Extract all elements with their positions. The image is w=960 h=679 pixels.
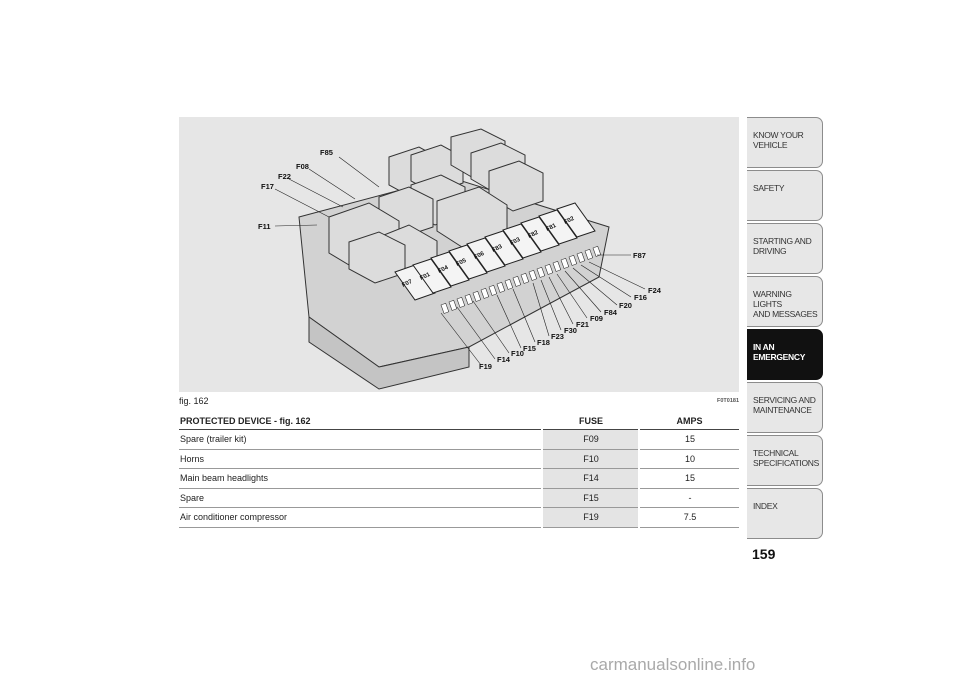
callout-label: F14	[497, 355, 511, 364]
device-cell: Spare (trailer kit)	[179, 429, 542, 450]
callout-label: F19	[479, 362, 492, 371]
fuse-label: F04	[437, 265, 450, 275]
tab-know-your-vehicle[interactable]: KNOW YOUR VEHICLE	[747, 117, 823, 168]
fuse-label: F82	[527, 230, 540, 240]
callout-label: F16	[634, 293, 647, 302]
callout-label: F24	[648, 286, 662, 295]
callout-label: F30	[564, 326, 577, 335]
tab-warning-lights[interactable]: WARNING LIGHTS AND MESSAGES	[747, 276, 823, 327]
fuse-label: F03	[509, 237, 522, 247]
callout-label: F87	[633, 251, 646, 260]
amps-cell: -	[639, 488, 739, 508]
section-tabs: KNOW YOUR VEHICLE SAFETY STARTING AND DR…	[747, 117, 823, 541]
callout-label: F22	[278, 172, 291, 181]
callout-label: F23	[551, 332, 564, 341]
callout-label: F17	[261, 182, 274, 191]
table-row: Horns F10 10	[179, 449, 739, 469]
header-device: PROTECTED DEVICE - fig. 162	[179, 412, 542, 430]
callout-label: F11	[258, 222, 271, 231]
table-row: Spare F15 -	[179, 488, 739, 508]
fuse-label: F81	[545, 223, 558, 233]
callout-label: F21	[576, 320, 589, 329]
tab-servicing-and-maintenance[interactable]: SERVICING AND MAINTENANCE	[747, 382, 823, 433]
fuse-label: F07	[401, 279, 414, 289]
callout-label: F08	[296, 162, 309, 171]
fuse-cell: F14	[541, 468, 640, 489]
device-cell: Main beam headlights	[179, 468, 542, 489]
fuse-label: F06	[473, 251, 486, 261]
figure-code: F0T0181	[716, 398, 739, 404]
device-cell: Spare	[179, 488, 542, 508]
device-cell: Horns	[179, 449, 542, 469]
fuse-cell: F19	[541, 507, 640, 528]
amps-cell: 7.5	[639, 507, 739, 528]
watermark: carmanualsonline.info	[590, 655, 756, 674]
amps-cell: 15	[639, 468, 739, 489]
device-cell: Air conditioner compressor	[179, 507, 542, 528]
fuse-cell: F15	[541, 488, 640, 508]
table-row: Main beam headlights F14 15	[179, 468, 739, 489]
page-number: 159	[752, 546, 776, 562]
table-row: Spare (trailer kit) F09 15	[179, 429, 739, 450]
figure-caption: fig. 162 F0T0181	[179, 396, 739, 410]
fuse-box-figure: F85 F08 F22 F17 F11 F87 F24 F16 F20 F84 …	[179, 117, 739, 392]
callout-label: F09	[590, 314, 603, 323]
table-row: Air conditioner compressor F19 7.5	[179, 507, 739, 528]
tab-safety[interactable]: SAFETY	[747, 170, 823, 221]
amps-cell: 15	[639, 429, 739, 450]
callout-label: F84	[604, 308, 618, 317]
fuse-cell: F10	[541, 449, 640, 469]
callout-label: F15	[523, 344, 536, 353]
fuse-table: PROTECTED DEVICE - fig. 162 FUSE AMPS Sp…	[179, 412, 739, 528]
tab-technical-specifications[interactable]: TECHNICAL SPECIFICATIONS	[747, 435, 823, 486]
figure-label: fig. 162	[179, 396, 209, 406]
fuse-label: F02	[563, 216, 576, 226]
fuse-label: F05	[455, 258, 468, 268]
fuse-box-illustration: F85 F08 F22 F17 F11 F87 F24 F16 F20 F84 …	[258, 128, 662, 390]
fuse-cell: F09	[541, 429, 640, 450]
callout-label: F10	[511, 349, 524, 358]
fuse-label: F01	[419, 272, 432, 282]
tab-in-an-emergency[interactable]: IN AN EMERGENCY	[747, 329, 823, 380]
header-fuse: FUSE	[542, 412, 639, 430]
amps-cell: 10	[639, 449, 739, 469]
callout-label: F85	[320, 148, 333, 157]
header-amps: AMPS	[639, 412, 739, 430]
callout-label: F20	[619, 301, 632, 310]
callout-label: F18	[537, 338, 550, 347]
tab-starting-and-driving[interactable]: STARTING AND DRIVING	[747, 223, 823, 274]
table-header-row: PROTECTED DEVICE - fig. 162 FUSE AMPS	[179, 412, 739, 430]
tab-index[interactable]: INDEX	[747, 488, 823, 539]
fuse-label: F83	[491, 244, 504, 254]
